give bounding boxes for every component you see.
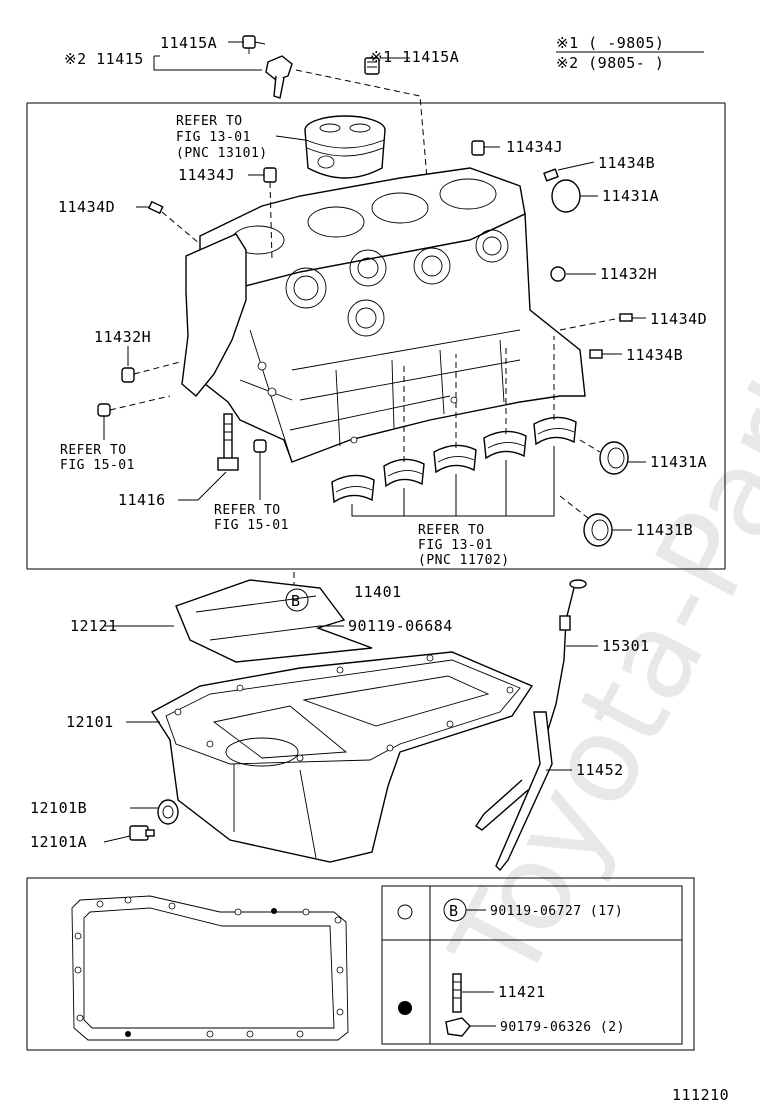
callout-11415A-b: ※1 11415A — [370, 48, 459, 66]
gasket-12101B — [157, 799, 179, 825]
circle-b-table-label: B — [449, 902, 459, 920]
pin-11434D-a — [147, 200, 164, 215]
dowel-bottom — [253, 439, 267, 453]
fastener-legend-table — [381, 885, 683, 1045]
refer-bottom-2: FIG 15-01 — [214, 518, 289, 533]
seal-11431B-drawing — [583, 513, 613, 547]
circle-b-top-label: B — [291, 592, 301, 610]
legend-note-2: ※2 (9805- ) — [556, 54, 664, 72]
plug-11415A-drawing — [364, 57, 380, 75]
pin-11434B-a — [543, 168, 559, 182]
stud-11416-drawing — [217, 413, 239, 471]
callout-12101B: 12101B — [30, 799, 87, 817]
cylinder-block-drawing — [194, 167, 586, 463]
pin-11434B-b — [589, 349, 603, 359]
seal-11431A-b-drawing — [599, 441, 629, 475]
callout-11415A-a: 11415A — [160, 34, 217, 52]
callout-90119-06684: 90119-06684 — [348, 617, 453, 635]
refer-piston-1: REFER TO — [176, 114, 243, 129]
plug-11432H-b — [121, 367, 135, 383]
callout-11431A-b: 11431A — [650, 453, 707, 471]
callout-11401: 11401 — [354, 583, 402, 601]
sensor-11415-drawing — [242, 35, 293, 99]
table-row2-part-b: 90179-06326 (2) — [500, 1020, 625, 1035]
callout-11434B-b: 11434B — [626, 346, 683, 364]
gasket-pattern-frame — [26, 877, 695, 1051]
callout-15301: 15301 — [602, 637, 650, 655]
callout-12101A: 12101A — [30, 833, 87, 851]
baffle-12121-drawing — [175, 579, 373, 663]
callout-11415: ※2 11415 — [64, 50, 144, 68]
engine-block-frame — [26, 102, 726, 570]
callout-11434D-b: 11434D — [650, 310, 707, 328]
refer-left-2: FIG 15-01 — [60, 458, 135, 473]
circle-b-top — [285, 588, 309, 612]
oil-pan-12101-drawing — [151, 651, 534, 863]
dipstick-15301-drawing — [547, 579, 587, 731]
oil-pan-gasket-outline — [71, 895, 349, 1041]
callout-11452: 11452 — [576, 761, 624, 779]
callout-11432H-a: 11432H — [600, 265, 657, 283]
plug-11432H-a — [550, 266, 566, 282]
dipstick-guide-11452-drawing — [475, 711, 553, 872]
drain-plug-12101A-drawing — [129, 825, 155, 841]
figure-code: 111210 — [672, 1086, 729, 1104]
callout-11434B-a: 11434B — [598, 154, 655, 172]
plug-11434J-b — [263, 167, 277, 183]
callout-12121: 12121 — [70, 617, 118, 635]
callout-11432H-b: 11432H — [94, 328, 151, 346]
callout-11434J-a: 11434J — [506, 138, 563, 156]
refer-bottom-1: REFER TO — [214, 503, 281, 518]
callout-12101: 12101 — [66, 713, 114, 731]
dowel-left — [97, 403, 111, 417]
callout-11434J-b: 11434J — [178, 166, 235, 184]
main-bearings-drawing — [331, 416, 577, 504]
legend-note-1: ※1 ( -9805) — [556, 34, 664, 52]
callout-11434D-a: 11434D — [58, 198, 115, 216]
refer-bearings-3: (PNC 11702) — [418, 553, 510, 568]
plug-11434J-a — [471, 140, 485, 156]
callout-11431A-a: 11431A — [602, 187, 659, 205]
table-row2-part-a: 11421 — [498, 983, 546, 1001]
callout-11431B: 11431B — [636, 521, 693, 539]
pin-11434D-b — [619, 313, 633, 322]
refer-bearings-1: REFER TO — [418, 523, 485, 538]
table-row1-part: 90119-06727 (17) — [490, 904, 623, 919]
refer-left-1: REFER TO — [60, 443, 127, 458]
refer-piston-3: (PNC 13101) — [176, 146, 268, 161]
stud-11421-drawing — [445, 973, 471, 1037]
callout-11416: 11416 — [118, 491, 166, 509]
refer-bearings-2: FIG 13-01 — [418, 538, 493, 553]
plug-11431A-a — [551, 179, 581, 213]
block-end-plate — [181, 233, 247, 397]
refer-piston-2: FIG 13-01 — [176, 130, 251, 145]
piston-drawing — [304, 115, 386, 179]
